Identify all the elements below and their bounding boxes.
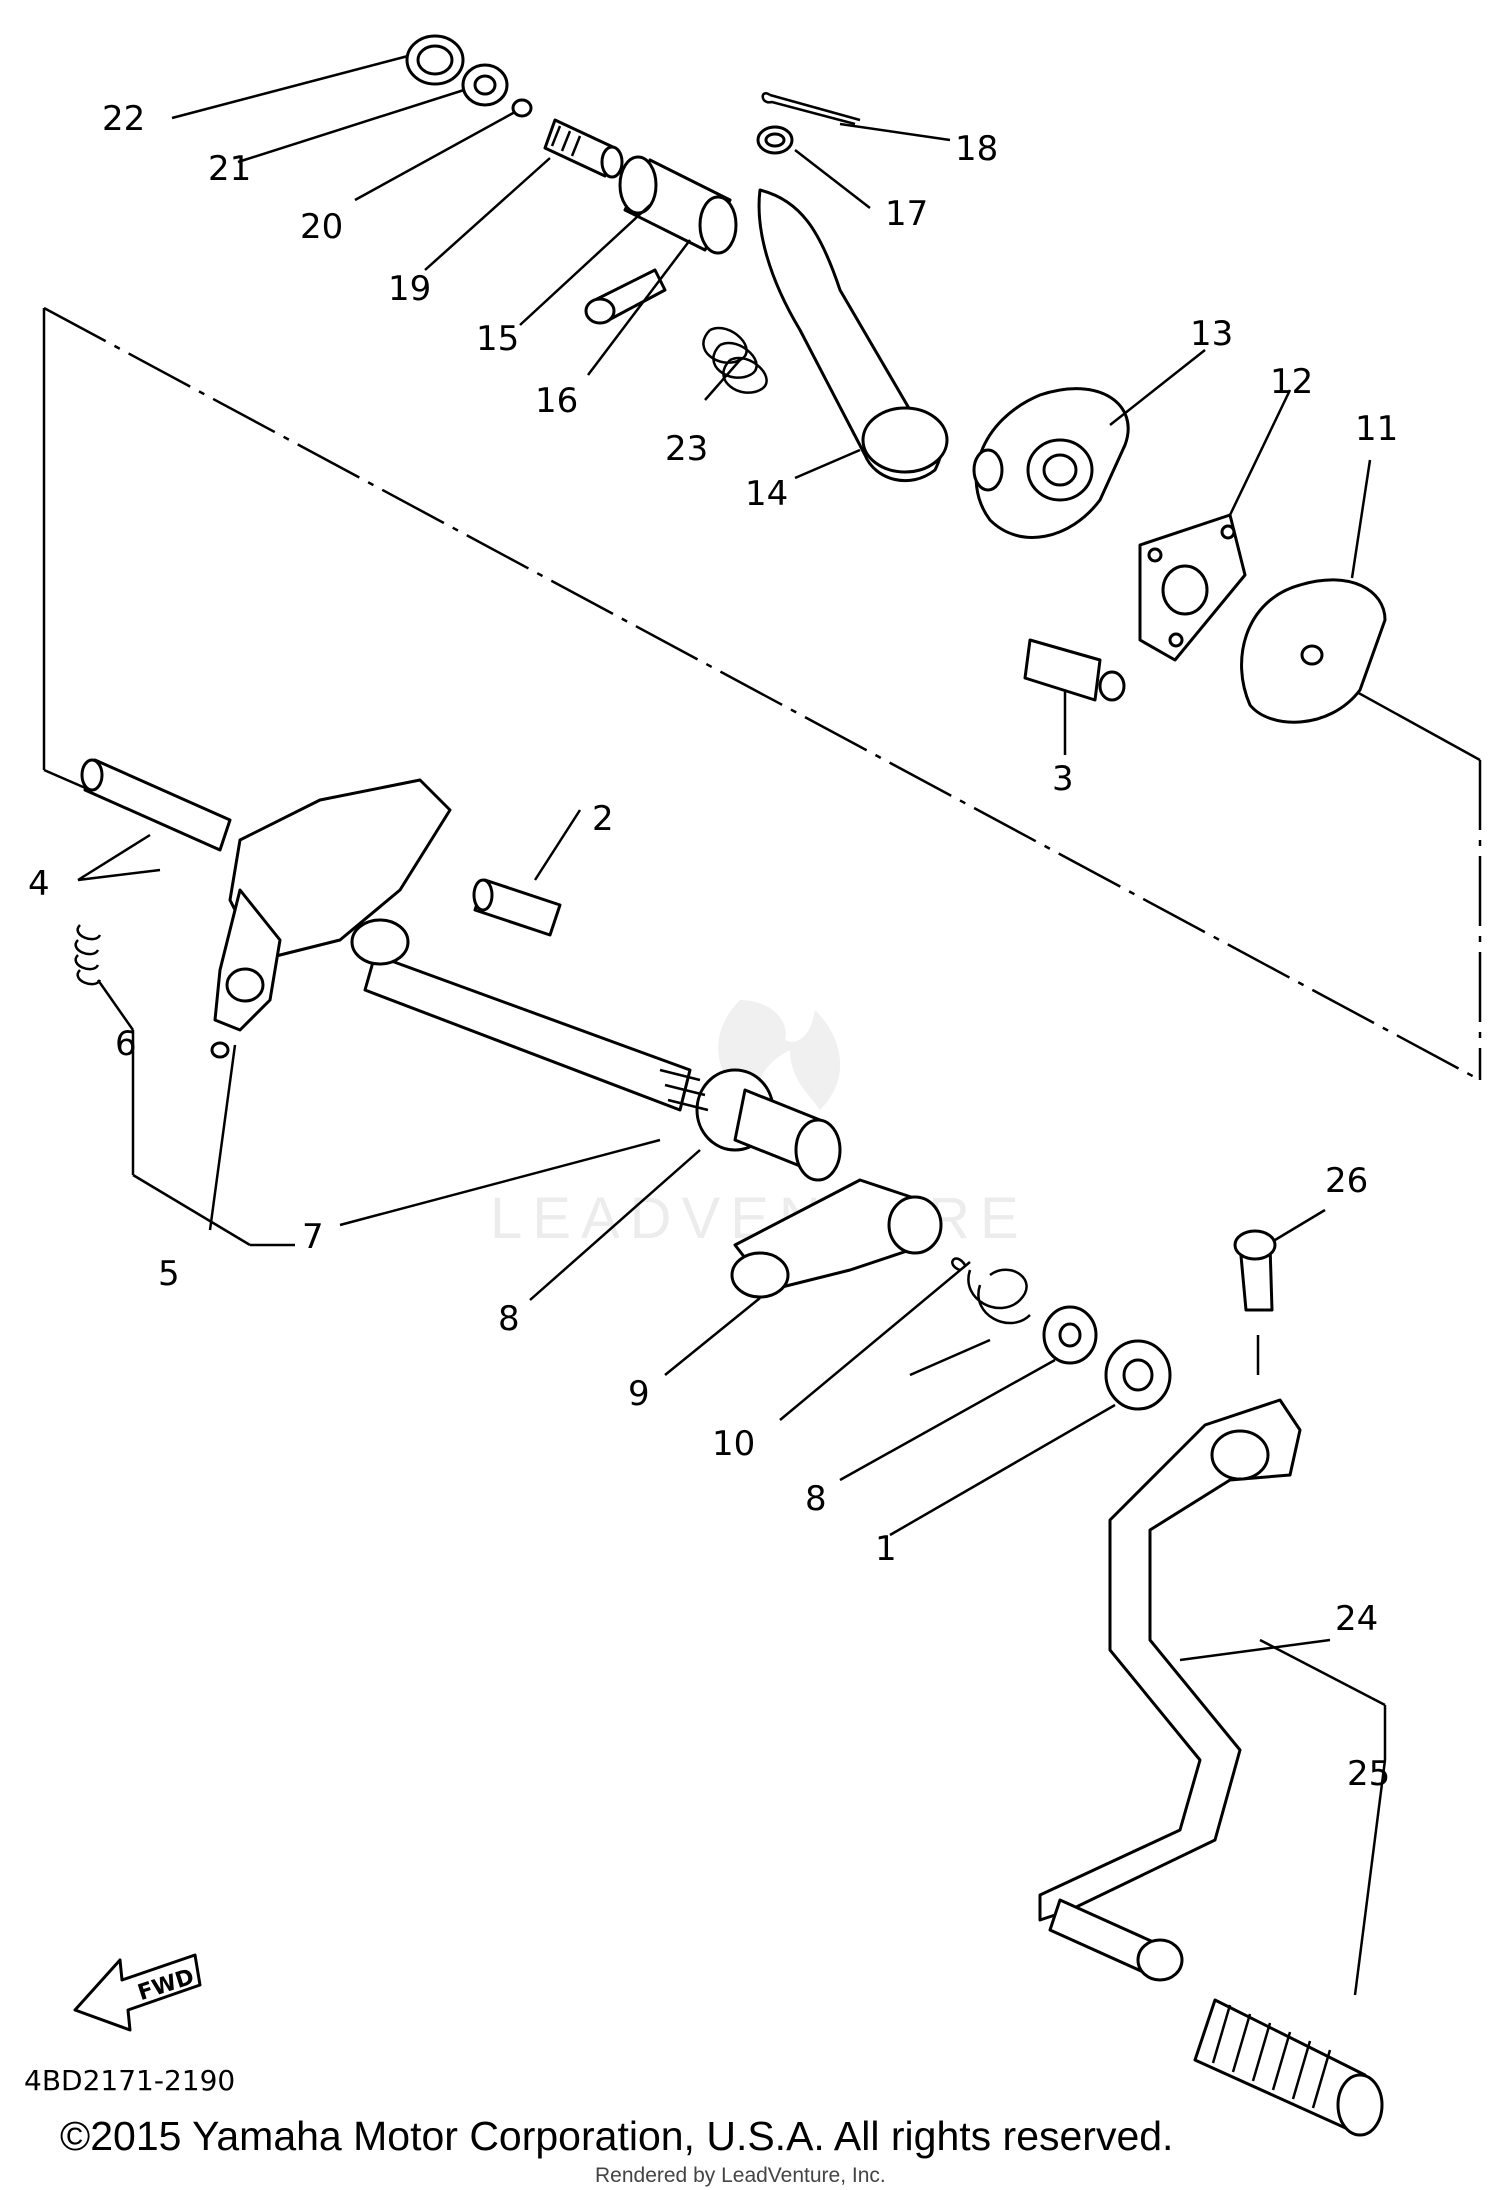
washer-21 [461,63,509,107]
callout-21: 21 [208,149,251,189]
callout-23: 23 [665,429,708,469]
callout-6: 6 [115,1024,137,1064]
bolt-26 [1233,1229,1277,1375]
shift-shaft-assembly-4 [80,758,452,1059]
callout-24: 24 [1335,1599,1378,1639]
washer-8 [1042,1305,1098,1365]
fwd-arrow: FWD [73,1953,202,2032]
shift-pedal-24 [1038,1398,1302,1922]
pin-16 [584,268,667,325]
callout-12: 12 [1270,362,1313,402]
callout-5: 5 [158,1254,180,1294]
callout-labels: 22 21 20 19 15 16 23 14 17 18 13 12 11 3… [28,99,1398,1794]
stopper-plate-13 [972,387,1130,539]
lever-9 [730,1178,943,1299]
callout-8-lower: 8 [805,1479,827,1519]
plate-12 [1138,513,1247,662]
callout-10: 10 [712,1424,755,1464]
callout-8-upper: 8 [498,1299,520,1339]
pin-2 [472,878,562,937]
callout-2: 2 [592,799,614,839]
callout-9: 9 [628,1374,650,1414]
rubber-25 [1193,1998,1384,2137]
ring-20 [511,98,533,118]
spring-6 [74,924,102,986]
bolt-19 [543,118,624,179]
spring-23 [702,326,768,394]
segment-11 [1240,578,1387,724]
callout-7: 7 [302,1217,324,1257]
callout-11: 11 [1355,409,1398,449]
collar-1 [1104,1339,1172,1411]
callout-4: 4 [28,864,50,904]
collar-15 [618,155,738,255]
diagram-code: 4BD2171-2190 [24,2064,235,2097]
peg-shaft [1048,1898,1184,1982]
shift-shaft [350,918,692,1112]
callout-19: 19 [388,269,431,309]
callout-25: 25 [1347,1754,1390,1794]
callout-14: 14 [745,474,788,514]
arm-14 [757,188,949,483]
callout-17: 17 [885,194,928,234]
callout-3: 3 [1052,759,1074,799]
callout-26: 26 [1325,1161,1368,1201]
copyright-notice: ©2015 Yamaha Motor Corporation, U.S.A. A… [60,2113,1173,2159]
callout-15: 15 [476,319,519,359]
callout-20: 20 [300,207,343,247]
cotter-pin-18 [761,92,861,126]
spline-shaft [733,1088,842,1182]
nut-22 [405,34,465,86]
circlip-17 [756,125,794,155]
rendered-by-credit: Rendered by LeadVenture, Inc. [595,2164,886,2187]
callout-18: 18 [955,129,998,169]
callout-1: 1 [875,1529,897,1569]
callout-13: 13 [1190,314,1233,354]
leader-lines [77,54,1387,1996]
callout-16: 16 [535,381,578,421]
bolt-3 [1023,638,1126,702]
callout-22: 22 [102,99,145,139]
spring-10 [909,1257,1031,1377]
